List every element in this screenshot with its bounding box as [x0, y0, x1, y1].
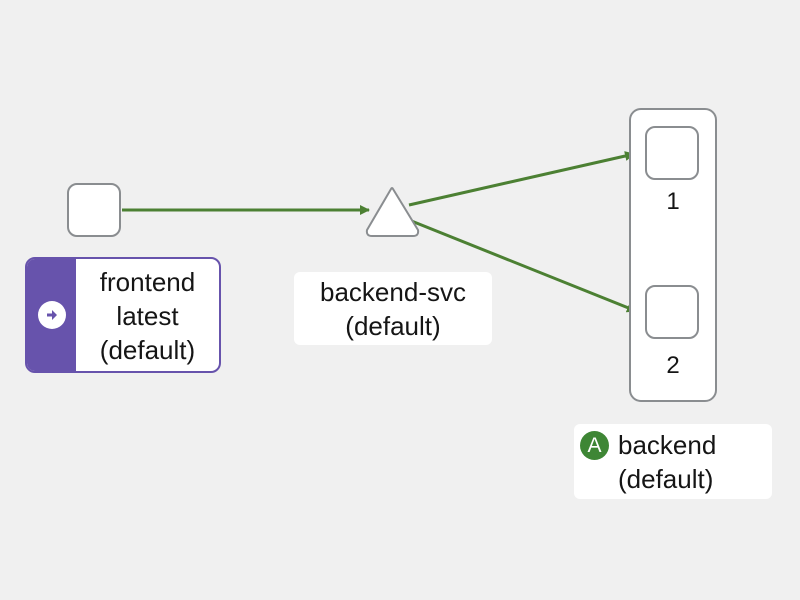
pod-node-1[interactable] — [645, 126, 699, 180]
service-namespace: (default) — [345, 310, 441, 341]
app-namespace: (default) — [618, 464, 714, 494]
service-node-triangle[interactable] — [365, 187, 420, 237]
service-label-card[interactable]: backend-svc (default) — [294, 272, 492, 345]
app-name: backend — [618, 430, 717, 460]
app-badge-icon: A — [580, 431, 609, 460]
service-name: backend-svc — [320, 276, 466, 307]
pod-label-1: 1 — [666, 188, 680, 215]
frontend-label-card[interactable]: frontend latest (default) — [25, 257, 221, 373]
edge-backend-svc-to-pod-2[interactable] — [408, 218, 637, 313]
frontend-name: frontend — [99, 267, 196, 297]
frontend-workload-node[interactable] — [67, 183, 121, 237]
frontend-version: latest — [116, 301, 179, 331]
pod-label-2: 2 — [666, 352, 680, 379]
edge-backend-svc-to-pod-1[interactable] — [408, 151, 635, 207]
app-label-card[interactable]: A backend (default) — [574, 424, 772, 499]
pod-node-2[interactable] — [645, 285, 699, 339]
arrow-right-circle-icon — [37, 301, 66, 329]
frontend-namespace: (default) — [99, 335, 196, 365]
workload-type-stripe — [27, 259, 76, 371]
frontend-label-text: frontend latest (default) — [76, 259, 219, 371]
